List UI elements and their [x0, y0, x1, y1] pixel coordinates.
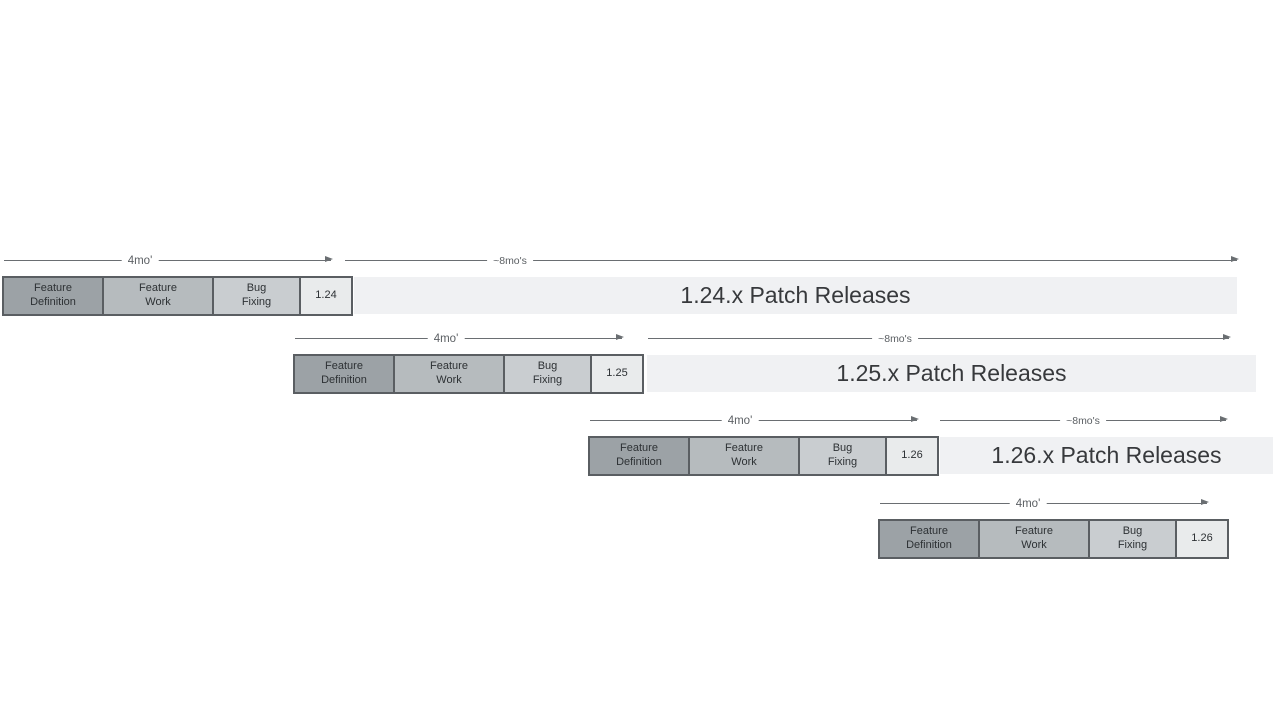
arrowhead-right-icon — [1201, 499, 1209, 506]
arrowhead-right-icon — [1231, 256, 1239, 263]
phase-label: Bug — [537, 360, 558, 373]
phase-label: Bug — [832, 442, 853, 455]
phase-box-feature-definition: Feature Definition — [4, 278, 102, 314]
phase-box-feature-work: Feature Work — [978, 521, 1088, 557]
dev-duration-arrow: 4mo' — [590, 415, 919, 427]
patch-releases-bar: 1.25.x Patch Releases — [647, 355, 1256, 392]
patch-duration-label: ~8mo's — [487, 255, 533, 267]
phase-label: Feature — [34, 282, 72, 295]
arrowhead-right-icon — [1223, 334, 1231, 341]
version-box: 1.25 — [590, 356, 642, 392]
arrowhead-right-icon — [1220, 416, 1228, 423]
phase-label: Definition — [906, 539, 952, 551]
patch-releases-label: 1.26.x Patch Releases — [991, 442, 1222, 468]
patch-releases-label: 1.24.x Patch Releases — [680, 282, 911, 308]
dev-duration-label: 4mo' — [427, 333, 465, 345]
phase-label: Fixing — [827, 456, 858, 468]
phase-box-feature-definition: Feature Definition — [295, 356, 393, 392]
phase-box-feature-work: Feature Work — [688, 438, 798, 474]
release-phase-strip: Feature Definition Feature Work Bug Fixi… — [878, 519, 1229, 559]
phase-label: Work — [436, 374, 462, 386]
release-phase-strip: Feature Definition Feature Work Bug Fixi… — [2, 276, 353, 316]
patch-duration-label: ~8mo's — [872, 333, 918, 345]
phase-box-bug-fixing: Bug Fixing — [503, 356, 590, 392]
phase-label: Fixing — [1117, 539, 1148, 551]
phase-label: Feature — [910, 525, 948, 538]
dev-duration-arrow: 4mo' — [4, 255, 333, 267]
phase-label: Fixing — [241, 296, 272, 308]
dev-duration-arrow: 4mo' — [880, 498, 1209, 510]
patch-releases-bar: 1.26.x Patch Releases — [940, 437, 1273, 474]
phase-box-bug-fixing: Bug Fixing — [1088, 521, 1175, 557]
phase-label: Feature — [430, 360, 468, 373]
phase-box-bug-fixing: Bug Fixing — [798, 438, 885, 474]
phase-box-feature-work: Feature Work — [393, 356, 503, 392]
arrowhead-right-icon — [325, 256, 333, 263]
version-box: 1.26 — [885, 438, 937, 474]
patch-releases-bar: 1.24.x Patch Releases — [354, 277, 1237, 314]
phase-label: Work — [145, 296, 171, 308]
phase-label: Feature — [620, 442, 658, 455]
dev-duration-label: 4mo' — [1009, 498, 1047, 510]
phase-label: Fixing — [532, 374, 563, 386]
arrowhead-right-icon — [616, 334, 624, 341]
phase-label: Feature — [725, 442, 763, 455]
phase-label: Definition — [321, 374, 367, 386]
patch-duration-arrow: ~8mo's — [940, 415, 1228, 427]
phase-label: Work — [731, 456, 757, 468]
version-label: 1.25 — [606, 367, 628, 380]
release-phase-strip: Feature Definition Feature Work Bug Fixi… — [588, 436, 939, 476]
phase-label: Definition — [30, 296, 76, 308]
phase-box-feature-work: Feature Work — [102, 278, 212, 314]
phase-label: Feature — [139, 282, 177, 295]
phase-label: Definition — [616, 456, 662, 468]
dev-duration-label: 4mo' — [721, 415, 759, 427]
patch-releases-label: 1.25.x Patch Releases — [836, 360, 1067, 386]
release-phase-strip: Feature Definition Feature Work Bug Fixi… — [293, 354, 644, 394]
dev-duration-arrow: 4mo' — [295, 333, 624, 345]
phase-label: Work — [1021, 539, 1047, 551]
phase-label: Bug — [246, 282, 267, 295]
version-box: 1.26 — [1175, 521, 1227, 557]
phase-label: Bug — [1122, 525, 1143, 538]
dev-duration-label: 4mo' — [121, 255, 159, 267]
phase-box-feature-definition: Feature Definition — [880, 521, 978, 557]
patch-duration-label: ~8mo's — [1060, 415, 1106, 427]
version-label: 1.26 — [1191, 532, 1213, 545]
patch-duration-arrow: ~8mo's — [648, 333, 1231, 345]
phase-box-feature-definition: Feature Definition — [590, 438, 688, 474]
arrowhead-right-icon — [911, 416, 919, 423]
phase-box-bug-fixing: Bug Fixing — [212, 278, 299, 314]
version-label: 1.24 — [315, 289, 337, 302]
version-label: 1.26 — [901, 449, 923, 462]
patch-duration-arrow: ~8mo's — [345, 255, 1239, 267]
version-box: 1.24 — [299, 278, 351, 314]
phase-label: Feature — [1015, 525, 1053, 538]
phase-label: Feature — [325, 360, 363, 373]
